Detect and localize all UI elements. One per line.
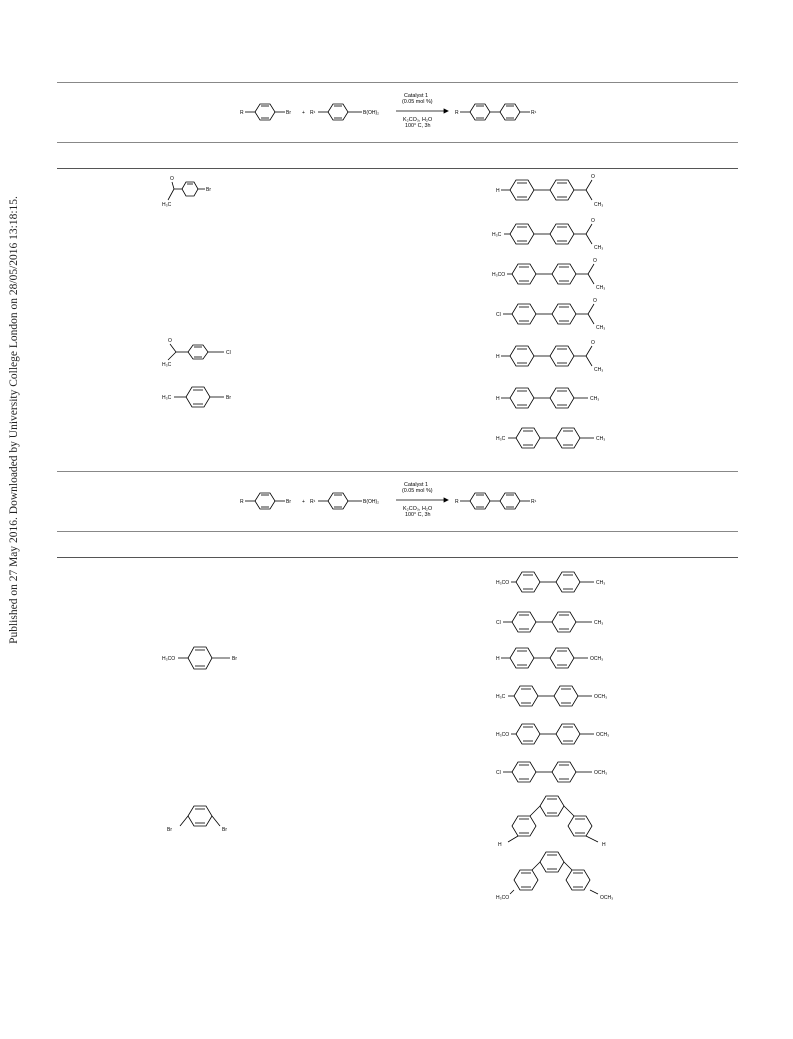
svg-text:H: H: [496, 396, 500, 402]
svg-text:OCH₃: OCH₃: [594, 770, 607, 776]
svg-text:Br: Br: [167, 827, 172, 833]
svg-text:OCH₃: OCH₃: [590, 656, 603, 662]
svg-text:H₃CO: H₃CO: [496, 732, 509, 738]
svg-text:H₃C: H₃C: [162, 395, 172, 401]
svg-text:R: R: [455, 499, 459, 505]
reaction-scheme-1: R Br + R¹ B(OH)₂ Catalyst 1 (0.05 mol %)…: [240, 93, 537, 129]
svg-text:H₃C: H₃C: [496, 694, 506, 700]
scheme-r: R: [240, 110, 244, 116]
svg-text:CH₃: CH₃: [596, 325, 605, 331]
product-row-12: H₃CO OCH₃: [496, 723, 609, 745]
svg-text:H: H: [496, 354, 500, 360]
svg-text:Br: Br: [286, 499, 291, 505]
product-row-6: H CH₃: [496, 387, 599, 409]
svg-text:CH₃: CH₃: [596, 580, 605, 586]
scheme-prod-r1: R¹: [531, 110, 537, 116]
svg-text:H: H: [496, 656, 500, 662]
table2-header-rule: [57, 531, 738, 532]
svg-text:K₂CO₃, H₂O: K₂CO₃, H₂O: [403, 506, 432, 512]
svg-text:CH₃: CH₃: [594, 367, 603, 373]
svg-text:H₃CO: H₃CO: [162, 656, 175, 662]
svg-text:H₃CO: H₃CO: [496, 580, 509, 586]
svg-text:H₃C: H₃C: [162, 362, 172, 368]
svg-text:R¹: R¹: [310, 499, 316, 505]
download-watermark: Published on 27 May 2016. Downloaded by …: [0, 0, 20, 1039]
substrate-4-chloroacetophenone: O H₃C Cl: [162, 338, 231, 368]
svg-text:H: H: [496, 188, 500, 194]
product-row-3: H₃CO O CH₃: [492, 258, 605, 291]
svg-text:Br: Br: [222, 827, 227, 833]
product-row-5: H O CH₃: [496, 340, 603, 373]
svg-text:(0.05 mol %): (0.05 mol %): [402, 488, 433, 494]
product-row-10: H OCH₃: [496, 647, 603, 669]
product-row-4: Cl O CH₃: [496, 298, 605, 331]
svg-text:O: O: [170, 176, 174, 182]
product-row-9: Cl CH₃: [496, 611, 603, 633]
product-row-8: H₃CO CH₃: [496, 571, 605, 593]
substrate-4-bromoacetophenone: O H₃C Br: [162, 176, 211, 208]
svg-text:O: O: [591, 218, 595, 224]
product-row-2: H₃C O CH₃: [492, 218, 603, 251]
svg-text:CH₃: CH₃: [594, 245, 603, 251]
svg-text:H₃CO: H₃CO: [496, 895, 509, 901]
svg-text:H₃C: H₃C: [162, 202, 172, 208]
svg-text:O: O: [593, 258, 597, 264]
svg-text:Cl: Cl: [496, 770, 501, 776]
svg-text:CH₃: CH₃: [590, 396, 599, 402]
svg-text:OCH₃: OCH₃: [594, 694, 607, 700]
scheme-prod-r: R: [455, 110, 459, 116]
product-row-7: H₃C CH₃: [496, 427, 605, 449]
product-row-11: H₃C OCH₃: [496, 685, 607, 707]
svg-text:O: O: [593, 298, 597, 304]
table1-header-rule: [57, 142, 738, 143]
svg-text:100° C, 3h: 100° C, 3h: [405, 512, 431, 518]
svg-text:Br: Br: [226, 395, 231, 401]
scheme-cond1: Catalyst 1: [404, 93, 428, 99]
svg-text:O: O: [168, 338, 172, 344]
svg-text:H: H: [498, 842, 502, 848]
product-row-15: H₃CO OCH₃: [496, 851, 613, 901]
scheme-cond2: (0.05 mol %): [402, 99, 433, 105]
substrate-4-bromotoluene: H₃C Br: [162, 386, 231, 408]
svg-text:R: R: [240, 499, 244, 505]
svg-text:H₃C: H₃C: [496, 436, 506, 442]
scheme-cond3: K₂CO₃, H₂O: [403, 117, 432, 123]
svg-text:Cl: Cl: [496, 312, 501, 318]
table2-body-rule: [57, 557, 738, 558]
product-row-1: H O CH₃: [496, 174, 603, 208]
scheme-boronic: B(OH)₂: [363, 110, 379, 116]
table1-body-rule: [57, 168, 738, 169]
svg-text:CH₃: CH₃: [594, 620, 603, 626]
svg-text:H₃CO: H₃CO: [492, 272, 505, 278]
svg-text:OCH₃: OCH₃: [600, 895, 613, 901]
product-row-13: Cl OCH₃: [496, 761, 607, 783]
scheme-br: Br: [286, 110, 291, 116]
svg-text:H: H: [602, 842, 606, 848]
scheme-cond4: 100° C, 3h: [405, 123, 431, 129]
product-row-14: H H: [498, 795, 606, 848]
svg-text:Cl: Cl: [496, 620, 501, 626]
svg-text:Br: Br: [232, 656, 237, 662]
svg-text:+: +: [302, 499, 305, 505]
scheme-r1: R¹: [310, 110, 316, 116]
svg-text:H₃C: H₃C: [492, 232, 502, 238]
scheme-plus: +: [302, 110, 305, 116]
svg-text:CH₃: CH₃: [596, 285, 605, 291]
svg-text:Br: Br: [206, 187, 211, 193]
substrate-1-3-dibromobenzene: Br Br: [167, 805, 227, 833]
substrate-4-bromoanisole: H₃CO Br: [162, 646, 237, 670]
table1-top-rule: [57, 82, 738, 83]
svg-text:Catalyst 1: Catalyst 1: [404, 482, 428, 488]
svg-text:B(OH)₂: B(OH)₂: [363, 499, 379, 505]
table2-top-rule: [57, 471, 738, 472]
download-watermark-text: Published on 27 May 2016. Downloaded by …: [8, 196, 20, 644]
svg-text:O: O: [591, 340, 595, 346]
svg-text:CH₃: CH₃: [596, 436, 605, 442]
svg-text:O: O: [591, 174, 595, 180]
svg-text:Cl: Cl: [226, 350, 231, 356]
svg-text:OCH₃: OCH₃: [596, 732, 609, 738]
reaction-scheme-2: R Br + R¹ B(OH)₂ Catalyst 1 (0.05 mol %)…: [240, 482, 537, 518]
svg-text:CH₃: CH₃: [594, 202, 603, 208]
svg-text:R¹: R¹: [531, 499, 537, 505]
